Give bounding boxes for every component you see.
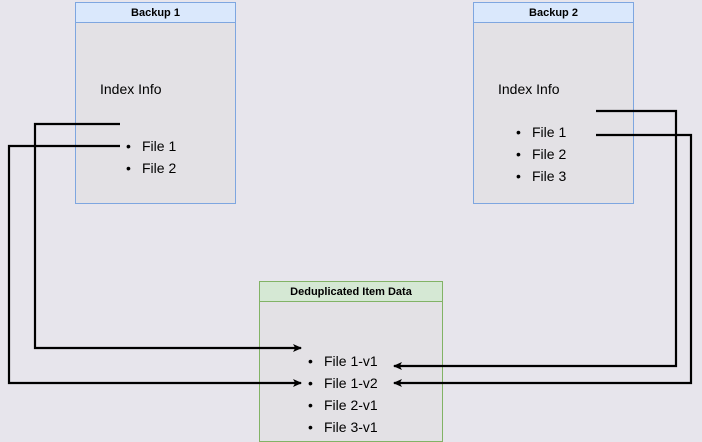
backup-1-title: Backup 1 bbox=[75, 2, 236, 23]
backup-1-box[interactable]: Backup 1 Index Info File 1 File 2 bbox=[75, 2, 236, 204]
list-item[interactable]: File 3 bbox=[516, 165, 566, 187]
list-item[interactable]: File 1-v2 bbox=[308, 372, 378, 394]
backup-1-index-label: Index Info bbox=[100, 81, 162, 97]
deduplicated-item-data-box[interactable]: Deduplicated Item Data File 1-v1 File 1-… bbox=[259, 281, 443, 442]
list-item[interactable]: File 2-v1 bbox=[308, 394, 378, 416]
backup-2-body: Index Info File 1 File 2 File 3 bbox=[473, 23, 634, 204]
backup-1-file-list: File 1 File 2 bbox=[126, 135, 176, 179]
list-item[interactable]: File 1-v1 bbox=[308, 350, 378, 372]
dedup-item-list: File 1-v1 File 1-v2 File 2-v1 File 3-v1 bbox=[308, 350, 378, 438]
backup-2-index-label: Index Info bbox=[498, 81, 560, 97]
dedup-title: Deduplicated Item Data bbox=[259, 281, 443, 302]
dedup-body: File 1-v1 File 1-v2 File 2-v1 File 3-v1 bbox=[259, 302, 443, 442]
list-item[interactable]: File 3-v1 bbox=[308, 416, 378, 438]
list-item[interactable]: File 1 bbox=[516, 121, 566, 143]
list-item[interactable]: File 2 bbox=[516, 143, 566, 165]
backup-1-body: Index Info File 1 File 2 bbox=[75, 23, 236, 204]
list-item[interactable]: File 2 bbox=[126, 157, 176, 179]
backup-2-title: Backup 2 bbox=[473, 2, 634, 23]
backup-2-file-list: File 1 File 2 File 3 bbox=[516, 121, 566, 187]
list-item[interactable]: File 1 bbox=[126, 135, 176, 157]
backup-2-box[interactable]: Backup 2 Index Info File 1 File 2 File 3 bbox=[473, 2, 634, 204]
